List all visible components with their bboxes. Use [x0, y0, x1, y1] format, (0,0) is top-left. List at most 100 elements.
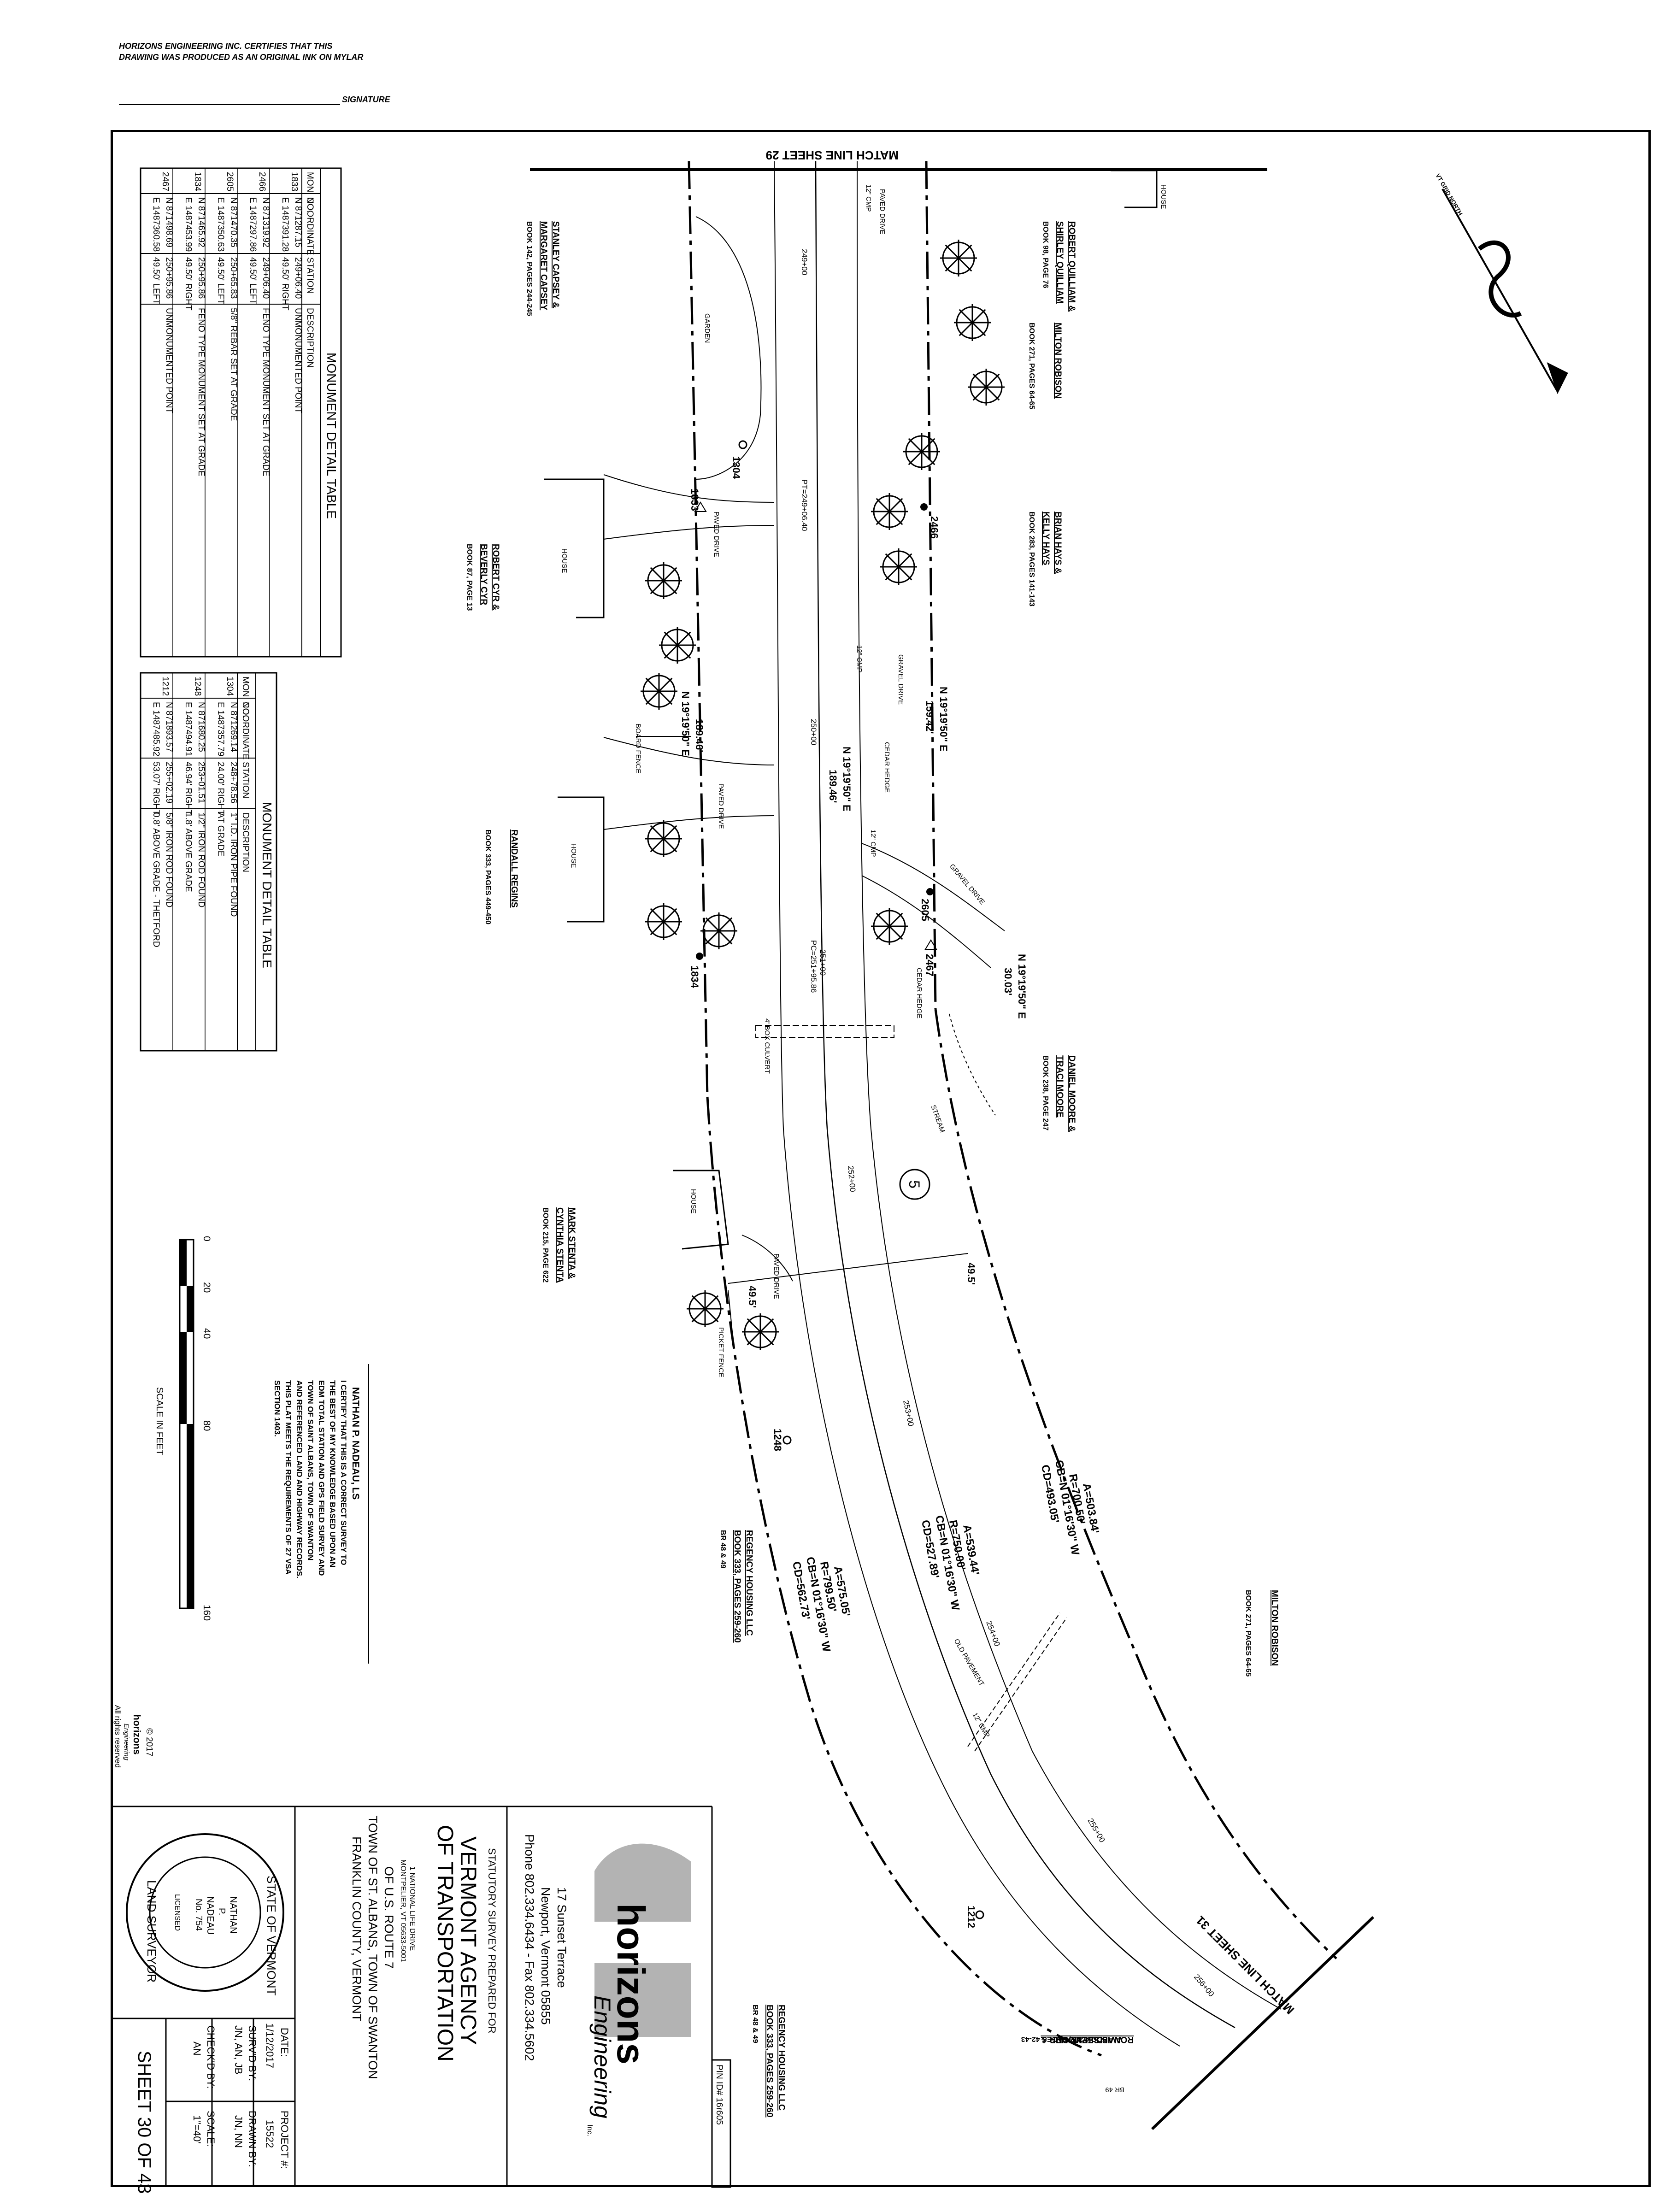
- paved-drive-label-4: PAVED DRIVE: [772, 1253, 780, 1299]
- table-cell: N 871470.35: [229, 197, 238, 247]
- seal-name-3: NADEAU: [205, 1896, 215, 1935]
- distance-2: 189.46': [694, 719, 705, 753]
- distance-3: 189.46': [827, 770, 839, 803]
- certification-text-line: EDM TOTAL STATION AND GPS FIELD SURVEY A…: [317, 1380, 326, 1576]
- station-255: 255+00: [1086, 1817, 1107, 1844]
- match-line-bottom: MATCH LINE SHEET 31: [1193, 1913, 1297, 2017]
- certification-text-line: THIS PLAT MEETS THE REQUIREMENTS OF 27 V…: [284, 1380, 293, 1575]
- scale-value: 1"=40': [191, 2115, 203, 2144]
- table-cell: E 1487453.99: [183, 197, 193, 252]
- table-cell: 49.50' RIGHT: [183, 257, 193, 311]
- old-pavement-label: OLD PAVEMENT: [953, 1638, 986, 1688]
- seal-ring-top: STATE OF VERMONT: [265, 1876, 278, 1996]
- seal-licensed: LICENSED: [173, 1894, 181, 1931]
- table-cell: 49.50' LEFT: [151, 257, 161, 305]
- table-cell: 1248: [193, 677, 202, 696]
- route-badge-number: 5: [906, 1180, 923, 1188]
- owner-name2: CYNTHIA STENTA: [555, 1207, 565, 1283]
- owner-name2: KELLY HAYS: [1041, 512, 1051, 565]
- north-arrow-icon: [1441, 188, 1568, 394]
- owner-name: ROBERT QUILLIAM &: [1067, 221, 1077, 312]
- client-name-2: OF TRANSPORTATION: [433, 1825, 457, 2062]
- table-cell: 1/2" IRON ROD FOUND: [196, 812, 206, 907]
- owner-name2: TRACI MOORE: [1055, 1055, 1065, 1118]
- monument-2466: 2466: [929, 516, 940, 539]
- monument-1834: 1834: [689, 965, 700, 988]
- table-header: MON. NO.: [241, 677, 250, 718]
- table-cell: E 1487350.63: [216, 197, 225, 252]
- station-254: 254+00: [984, 1620, 1001, 1647]
- road-geometry: [530, 161, 1375, 2130]
- tree-icon: [645, 820, 682, 857]
- tree-icon: [687, 1290, 724, 1327]
- distance-1: 159.42': [924, 700, 935, 734]
- company-name: horizons: [609, 1903, 653, 2065]
- title-block-text: PIN ID# 16r605 horizons Engineering Inc.…: [134, 1816, 724, 2194]
- bearing-1: N 19°19'50" E: [938, 687, 949, 752]
- table-cell: 46.94' RIGHT: [183, 762, 193, 815]
- house-label-4: HOUSE: [689, 1189, 697, 1213]
- match-line-top: MATCH LINE SHEET 29: [766, 148, 899, 162]
- table-cell: 1212: [160, 677, 170, 696]
- seal-name-1: NATHAN: [228, 1896, 238, 1934]
- table-cell: 2466: [257, 172, 267, 191]
- monument-1833: 1833: [689, 488, 700, 511]
- client-name-1: VERMONT AGENCY: [456, 1836, 480, 2045]
- copyright-rights: All rights reserved: [113, 1705, 122, 1768]
- tree-icon: [742, 1313, 779, 1350]
- copyright-block: © 2017 horizons Engineering All rights r…: [113, 1705, 154, 1768]
- table-title: MONUMENT DETAIL TABLE: [260, 802, 274, 968]
- client-address-1: 1 NATIONAL LIFE DRIVE: [408, 1866, 416, 1951]
- sheet-number: SHEET 30 OF 43: [134, 2051, 154, 2194]
- table-cell: 49.50' LEFT: [216, 257, 225, 305]
- owner-name2: BOOK 333, PAGES 259-260: [765, 2005, 774, 2118]
- table-cell: E 1487297.86: [248, 197, 258, 252]
- owner-book: BOOK 283, PAGES 141-143: [1028, 512, 1035, 606]
- monument-1212: 1212: [965, 1906, 977, 1928]
- prepared-for: STATUTORY SURVEY PREPARED FOR: [486, 1848, 498, 2034]
- table-frame: [140, 672, 277, 1052]
- owner-book: BR 48 & 49: [751, 2005, 759, 2043]
- table-cell: UNMONUMENTED POINT: [293, 308, 303, 413]
- station-249: 249+00: [800, 249, 809, 275]
- owner-name: RONALD SEYMOUR &: [1041, 2035, 1134, 2044]
- table-cell: N 871465.92: [196, 197, 206, 247]
- certification-line-2: DRAWING WAS PRODUCED AS AN ORIGINAL INK …: [119, 53, 364, 62]
- owner-name: MARK STENTA &: [567, 1207, 577, 1279]
- table-cell: E 1487485.92: [151, 702, 161, 756]
- seal-name-2: P.: [217, 1908, 227, 1915]
- bearing-labels: N 19°19'50" E 159.42' N 19°19'50" E 189.…: [680, 687, 1028, 1308]
- table-cell: 250+65.83: [229, 257, 238, 299]
- table-cell: N 871893.57: [164, 702, 174, 752]
- route-badge: 5: [899, 1169, 930, 1200]
- table-header: STATION: [241, 762, 250, 799]
- cmp-label-2: 12" CMP: [855, 645, 863, 673]
- date-label: DATE:: [279, 2028, 290, 2057]
- owner-name: BRIAN HAYS &: [1053, 512, 1063, 574]
- owner-name: REGENCY HOUSING LLC: [777, 2005, 786, 2111]
- houses: [544, 170, 1158, 1250]
- table-cell: 49.50' RIGHT: [280, 257, 290, 311]
- monument-1248: 1248: [772, 1429, 783, 1451]
- station-252: 252+00: [846, 1165, 857, 1193]
- title-block: [111, 1806, 731, 2188]
- surveyed-by: JN, AN, JB: [233, 2025, 244, 2074]
- cmp-label-3: 12" CMP: [869, 830, 877, 857]
- table-cell: N 871319.92: [261, 197, 271, 247]
- copyright-brand-2: Engineering: [123, 1724, 130, 1761]
- bearing-2: N 19°19'50" E: [680, 691, 691, 756]
- table-cell: 250+95.86: [196, 257, 206, 299]
- table-cell: 255+02.19: [164, 762, 174, 803]
- gravel-drive-label-2: GRAVEL DRIVE: [948, 863, 986, 906]
- table-header: MON. NO.: [305, 172, 315, 213]
- project-line-3: FRANKLIN COUNTY, VERMONT: [350, 1836, 364, 2022]
- table-cell: N 871498.69: [164, 197, 174, 247]
- monument-2467: 2467: [924, 954, 935, 977]
- tree-icon: [645, 903, 682, 940]
- project-number: 15522: [264, 2120, 276, 2148]
- pc-label: PC=251+95.86: [809, 940, 818, 993]
